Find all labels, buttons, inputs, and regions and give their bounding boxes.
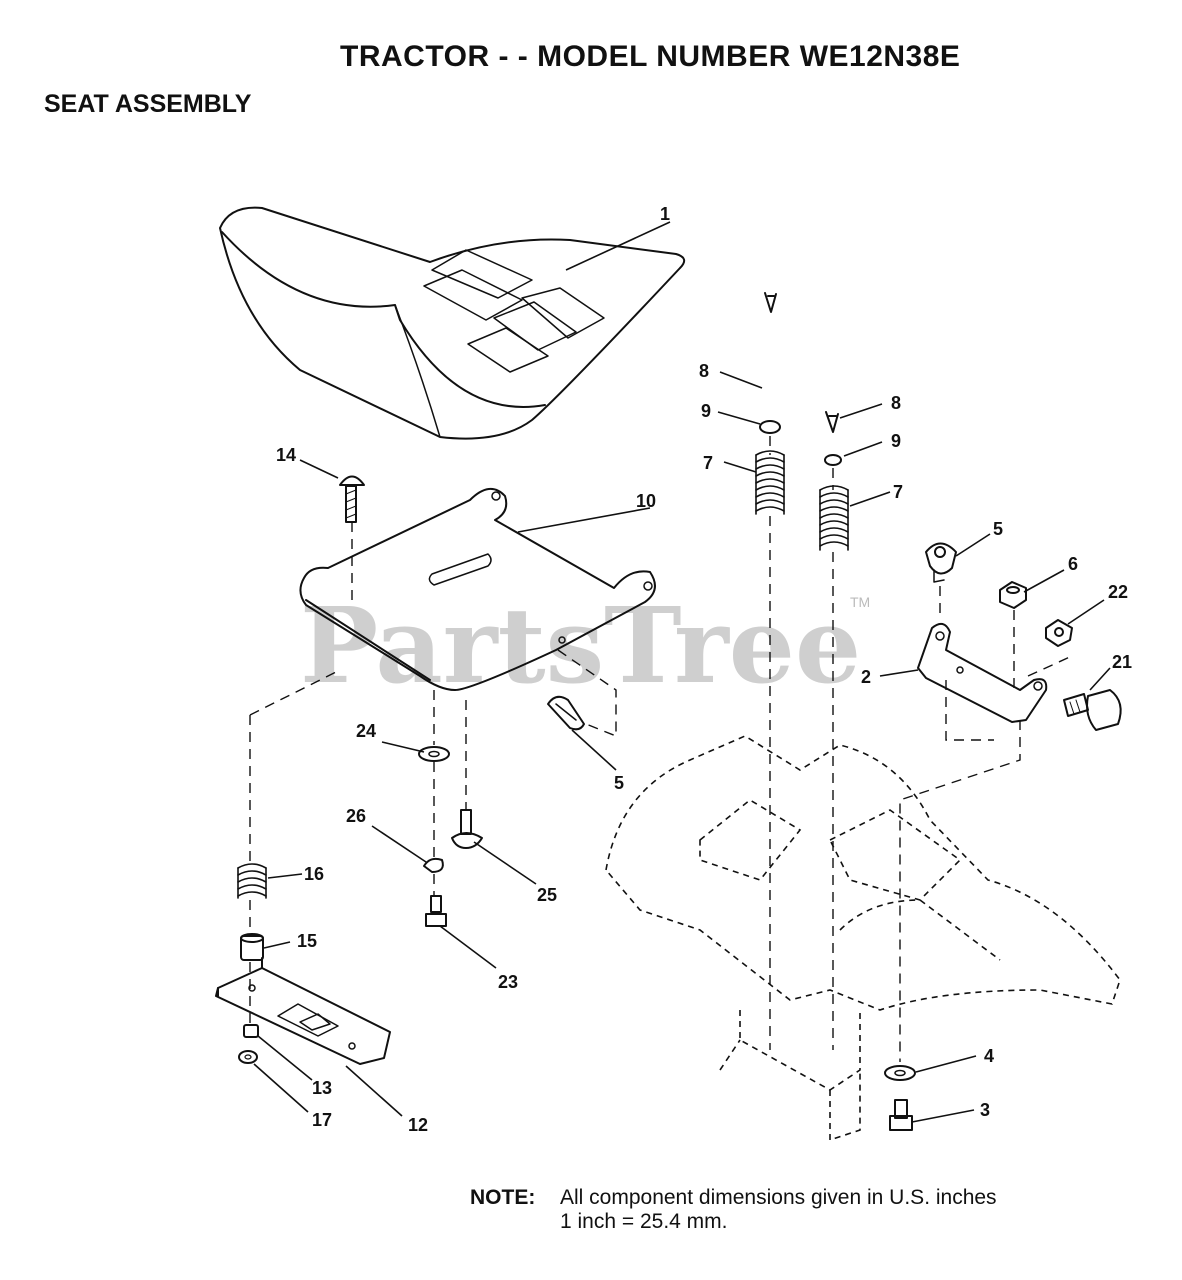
washer-part bbox=[428, 750, 440, 758]
flange-bolt-part bbox=[451, 809, 483, 849]
washer-part bbox=[238, 1050, 258, 1064]
callout-10: 10 bbox=[636, 491, 656, 511]
shoulder-bolt-part bbox=[1063, 689, 1122, 731]
trademark-mark: TM bbox=[850, 594, 871, 610]
note-line-1: All component dimensions given in U.S. i… bbox=[560, 1186, 997, 1209]
spring-part bbox=[237, 863, 267, 899]
callout-9: 9 bbox=[701, 401, 711, 421]
callout-6: 6 bbox=[1068, 554, 1078, 574]
washer-part bbox=[894, 1069, 906, 1077]
callout-9: 9 bbox=[891, 431, 901, 451]
callout-8: 8 bbox=[891, 393, 901, 413]
clip-part bbox=[547, 695, 585, 731]
leader-lines bbox=[253, 221, 1111, 1123]
assembly-lines bbox=[249, 436, 1073, 1062]
washer-part bbox=[759, 420, 781, 434]
callout-12: 12 bbox=[408, 1115, 428, 1135]
washer-part bbox=[884, 1065, 916, 1081]
callout-5: 5 bbox=[993, 519, 1003, 539]
callout-25: 25 bbox=[537, 885, 557, 905]
bracket-part bbox=[917, 622, 1048, 723]
note-label: NOTE: bbox=[470, 1186, 536, 1209]
spring-part bbox=[819, 485, 849, 551]
cotter-pin-part bbox=[825, 411, 839, 433]
callout-7: 7 bbox=[703, 453, 713, 473]
callout-2: 2 bbox=[861, 667, 871, 687]
locknut-part bbox=[1045, 619, 1073, 647]
callout-17: 17 bbox=[312, 1110, 332, 1130]
spring-part bbox=[755, 450, 785, 515]
dimension-note: NOTE: All component dimensions given in U… bbox=[470, 1186, 997, 1234]
lock-washer-part bbox=[423, 857, 444, 873]
callout-8: 8 bbox=[699, 361, 709, 381]
callout-15: 15 bbox=[297, 931, 317, 951]
nut-part bbox=[243, 1024, 259, 1038]
clip-part bbox=[925, 542, 957, 583]
callout-16: 16 bbox=[304, 864, 324, 884]
bolt-part bbox=[425, 895, 447, 927]
callout-26: 26 bbox=[346, 806, 366, 826]
bolt-part bbox=[889, 1099, 913, 1131]
page-title: TRACTOR - - MODEL NUMBER WE12N38E bbox=[340, 40, 961, 73]
callout-14: 14 bbox=[276, 445, 296, 465]
mounting-plate-part bbox=[215, 957, 391, 1065]
cotter-pin-part bbox=[764, 292, 777, 313]
nut-part bbox=[999, 581, 1027, 609]
seat-part bbox=[219, 206, 686, 440]
callout-7: 7 bbox=[893, 482, 903, 502]
callout-23: 23 bbox=[498, 972, 518, 992]
section-title: SEAT ASSEMBLY bbox=[44, 90, 252, 118]
callout-24: 24 bbox=[356, 721, 376, 741]
tractor-frame-part bbox=[605, 735, 1121, 1142]
callout-5: 5 bbox=[614, 773, 624, 793]
watermark-text: PartsTree bbox=[300, 584, 861, 707]
note-line-2: 1 inch = 25.4 mm. bbox=[560, 1210, 728, 1233]
spacer-part bbox=[240, 933, 264, 961]
washer-part bbox=[418, 746, 450, 762]
callout-3: 3 bbox=[980, 1100, 990, 1120]
callout-1: 1 bbox=[660, 204, 670, 224]
carriage-bolt-part bbox=[339, 475, 365, 523]
callout-22: 22 bbox=[1108, 582, 1128, 602]
seat-pan-part bbox=[299, 488, 656, 691]
callout-4: 4 bbox=[984, 1046, 994, 1066]
washer-part bbox=[824, 454, 842, 466]
callout-13: 13 bbox=[312, 1078, 332, 1098]
callout-21: 21 bbox=[1112, 652, 1132, 672]
